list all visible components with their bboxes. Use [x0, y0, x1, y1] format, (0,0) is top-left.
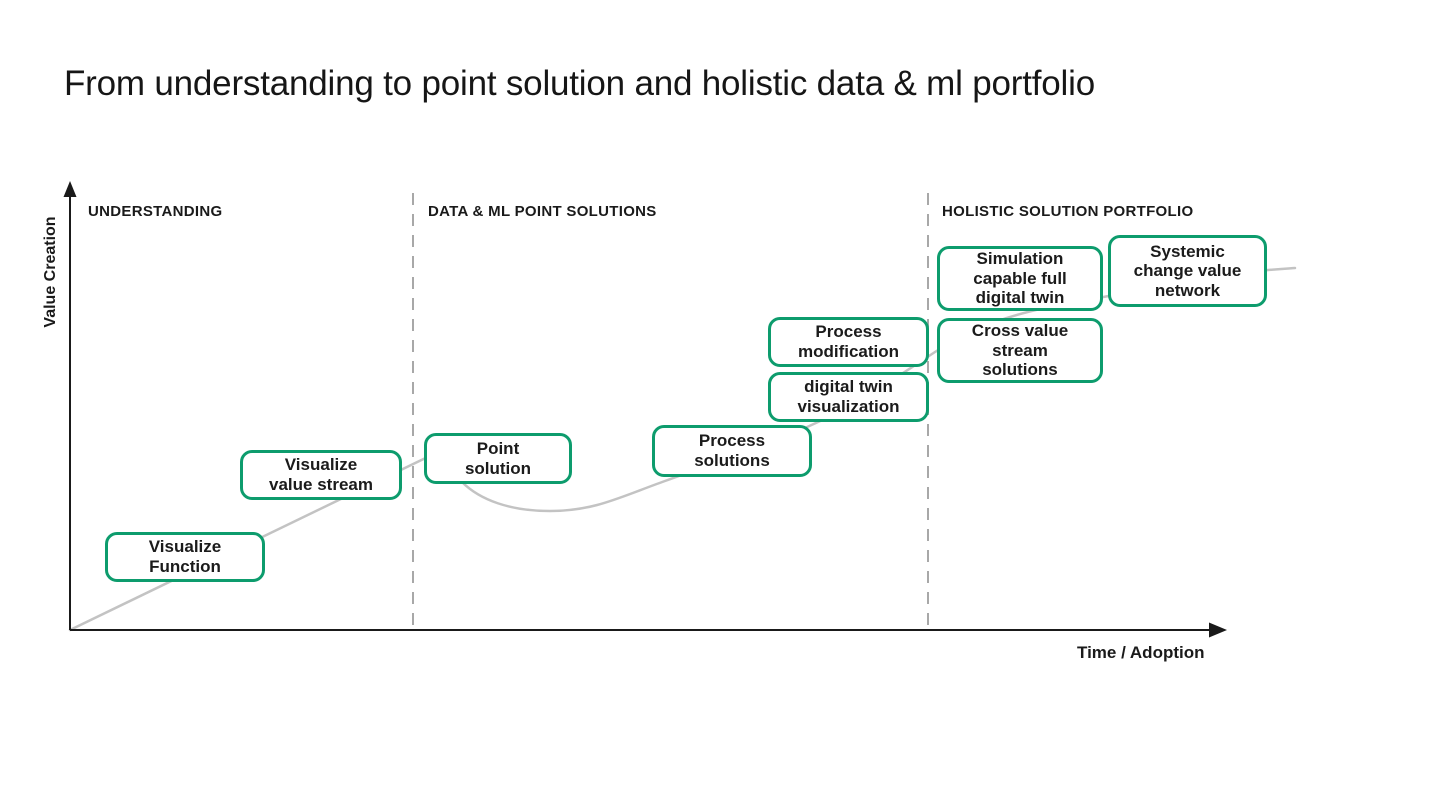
- milestone-box-process-modification: Process modification: [768, 317, 929, 367]
- milestone-label: digital twin visualization: [797, 377, 900, 416]
- milestone-label: Process solutions: [694, 431, 770, 470]
- milestone-label: Visualize Function: [148, 537, 222, 576]
- y-axis-label: Value Creation: [42, 216, 59, 328]
- milestone-box-cross-value-stream-solutions: Cross value stream solutions: [937, 318, 1103, 383]
- phase-label-understanding: UNDERSTANDING: [88, 203, 223, 220]
- x-axis-arrowhead-icon: [1209, 622, 1227, 638]
- milestone-label: Systemic change value network: [1133, 241, 1242, 300]
- milestone-label: Point solution: [464, 438, 532, 478]
- milestone-box-process-solutions: Process solutions: [652, 425, 812, 477]
- milestone-label: Process modification: [797, 322, 900, 361]
- milestone-box-visualize-value-stream: Visualize value stream: [240, 450, 402, 500]
- milestone-box-digital-twin-visualization: digital twin visualization: [768, 372, 929, 422]
- milestone-box-systemic-change-value-network: Systemic change value network: [1108, 235, 1267, 307]
- y-axis-arrowhead-icon: [63, 181, 77, 197]
- milestone-box-point-solution: Point solution: [424, 433, 572, 484]
- milestone-box-simulation-capable-full-digital-twin: Simulation capable full digital twin: [937, 246, 1103, 311]
- milestone-label: Simulation capable full digital twin: [973, 249, 1067, 308]
- phase-label-data-ml-point-solutions: DATA & ML POINT SOLUTIONS: [428, 203, 657, 220]
- page-title: From understanding to point solution and…: [64, 64, 1095, 103]
- x-axis-label: Time / Adoption: [1077, 643, 1205, 662]
- milestone-label: Cross value stream solutions: [971, 321, 1069, 380]
- milestone-box-visualize-function: Visualize Function: [105, 532, 265, 582]
- phase-label-holistic-solution-portfolio: HOLISTIC SOLUTION PORTFOLIO: [942, 203, 1194, 220]
- milestone-label: Visualize value stream: [269, 455, 373, 494]
